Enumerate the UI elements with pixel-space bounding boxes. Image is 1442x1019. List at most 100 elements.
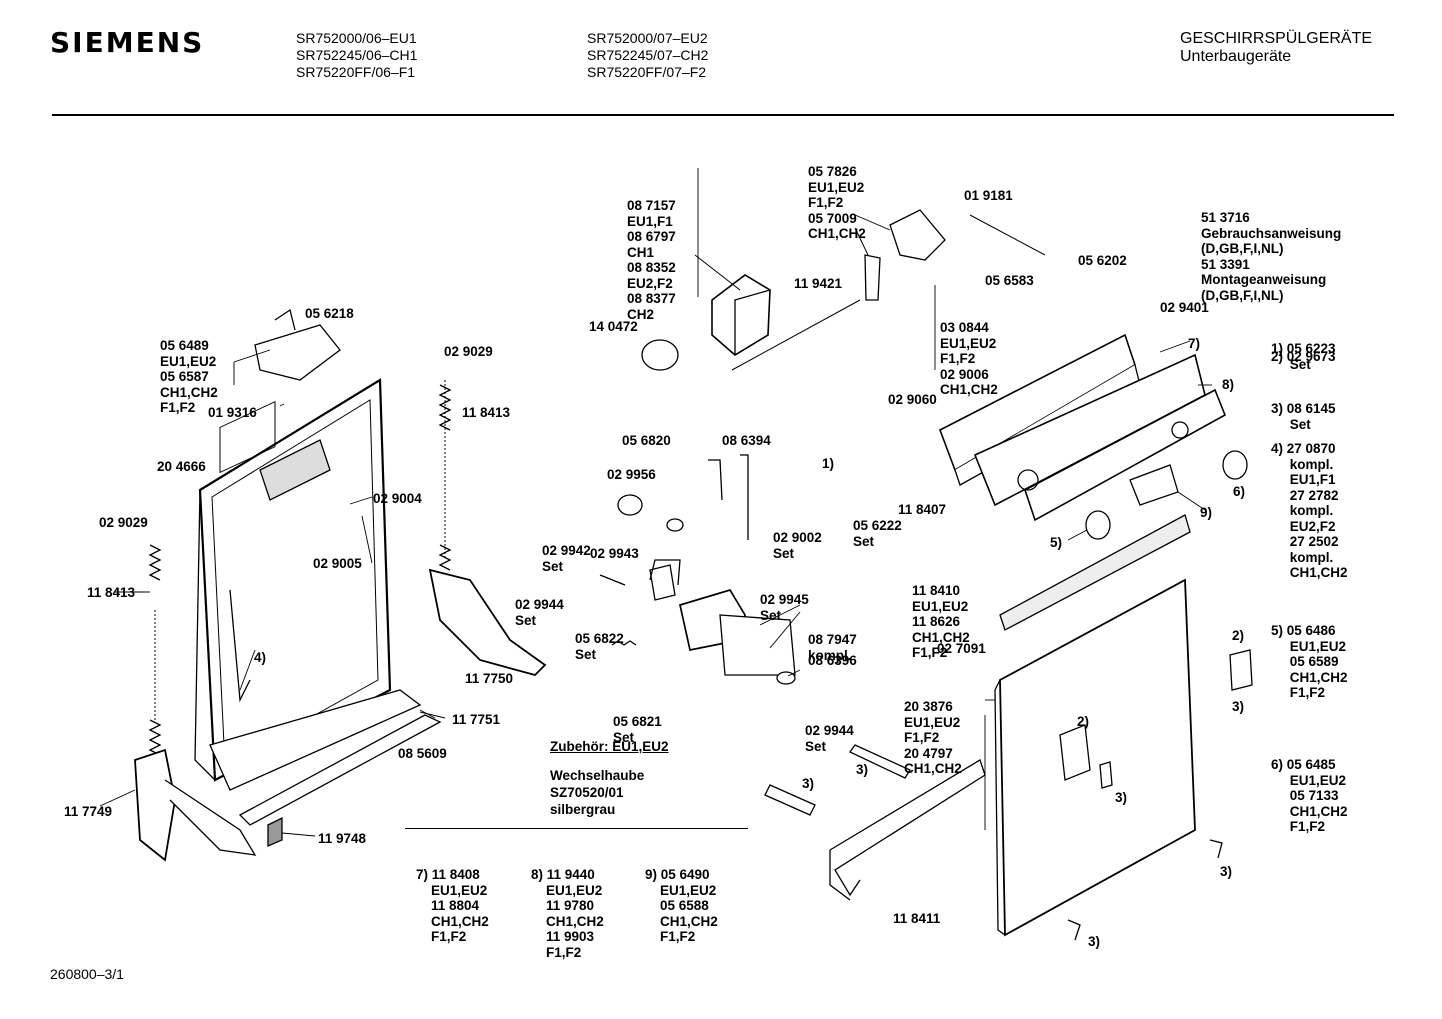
part-label-086394: 08 6394: [722, 433, 771, 448]
accessory-line: Wechselhaube: [550, 768, 645, 783]
part-label-056202: 05 6202: [1078, 253, 1127, 268]
part-label-029401: 02 9401: [1160, 300, 1209, 315]
legend-1: 1) 05 6223 Set: [1271, 341, 1336, 372]
model-item: SR75220FF/07–F2: [587, 64, 707, 80]
brand-logo: SIEMENS: [50, 26, 205, 59]
legend-4: 4) 27 0870 kompl. EU1,F1 27 2782 kompl. …: [1271, 441, 1348, 580]
timer-unit: [641, 254, 861, 371]
callout-3: 3): [1088, 934, 1101, 949]
part-label-056820: 05 6820: [622, 433, 671, 448]
model-item: SR752245/07–CH2: [587, 47, 709, 63]
document-code: 260800–3/1: [50, 966, 124, 982]
part-label-019181: 01 9181: [964, 188, 1013, 203]
legend-2: 2) 02 9673: [1271, 349, 1336, 364]
part-label-029956: 02 9956: [607, 467, 656, 482]
door-switch: [854, 209, 1046, 301]
accessory-line: silbergrau: [550, 802, 616, 817]
part-label-027091: 02 7091: [937, 641, 986, 656]
models-col2: SR752000/07–EU2 SR752245/07–CH2 SR75220F…: [587, 30, 708, 81]
legend-3: 3) 08 6145 Set: [1271, 401, 1336, 432]
legend-6: 6) 05 6485 EU1,EU2 05 7133 CH1,CH2 F1,F2: [1271, 757, 1348, 834]
callout-7: 7): [1188, 336, 1201, 351]
leader-lines: [99, 168, 1212, 837]
callout-1: 1): [822, 456, 835, 471]
subcategory: Unterbaugeräte: [1180, 48, 1292, 65]
callout-4: 4): [254, 650, 267, 665]
accessory-line: SZ70520/01: [550, 785, 624, 800]
part-label-019316: 01 9316: [208, 405, 257, 420]
part-label-029029: 02 9029: [99, 515, 148, 530]
callout-8: 8): [1222, 377, 1235, 392]
model-item: SR752245/06–CH1: [296, 47, 418, 63]
model-item: SR75220FF/06–F1: [296, 64, 416, 80]
callout-6: 6): [1233, 484, 1246, 499]
part-label-029943: 02 9943: [590, 546, 639, 561]
part-label-085609: 08 5609: [398, 746, 447, 761]
accessories-block: Zubehör: EU1,EU2 Wechselhaube SZ70520/01…: [550, 738, 669, 818]
part-label-118411: 11 8411: [893, 911, 941, 926]
callout-5: 5): [1050, 535, 1063, 550]
part-label-118413: 11 8413: [87, 585, 136, 600]
plinth-rails: [209, 689, 442, 847]
variants-col-7: 7) 11 8408 EU1,EU2 11 8804 CH1,CH2 F1,F2: [416, 867, 489, 944]
door-frame: [194, 378, 392, 782]
part-label-117750: 11 7750: [465, 671, 514, 686]
callout-3: 3): [856, 762, 869, 777]
variants-col-8: 8) 11 9440 EU1,EU2 11 9780 CH1,CH2 11 99…: [531, 867, 604, 960]
callout-2: 2): [1077, 714, 1090, 729]
part-label-056583: 05 6583: [985, 273, 1034, 288]
door-lock-part: [254, 308, 341, 381]
category: GESCHIRRSPÜLGERÄTE: [1180, 30, 1373, 47]
callout-9: 9): [1200, 505, 1213, 520]
callout-2: 2): [1232, 628, 1245, 643]
header-divider: [52, 114, 1394, 116]
part-label-117749: 11 7749: [64, 804, 113, 819]
part-label-056218: 05 6218: [305, 306, 354, 321]
part-label-117751: 11 7751: [452, 712, 501, 727]
models-col1: SR752000/06–EU1 SR752245/06–CH1 SR75220F…: [296, 30, 417, 81]
part-label-029029: 02 9029: [444, 344, 493, 359]
part-label-029004: 02 9004: [373, 491, 422, 506]
left-hinge-assembly: [134, 544, 257, 862]
legend-5: 5) 05 6486 EU1,EU2 05 6589 CH1,CH2 F1,F2: [1271, 623, 1348, 700]
callout-3: 3): [1115, 790, 1128, 805]
model-item: SR752000/07–EU2: [587, 30, 708, 46]
part-label-118413: 11 8413: [462, 405, 511, 420]
dispenser-assembly: [599, 454, 796, 685]
model-item: SR752000/06–EU1: [296, 30, 417, 46]
part-label-029060: 02 9060: [888, 392, 937, 407]
callout-3: 3): [1232, 699, 1245, 714]
control-panel: [939, 333, 1248, 540]
part-label-140472: 14 0472: [589, 319, 638, 334]
category-title: GESCHIRRSPÜLGERÄTE Unterbaugeräte: [1180, 30, 1372, 66]
front-door-panel: [764, 514, 1253, 941]
variants-col-9: 9) 05 6490 EU1,EU2 05 6588 CH1,CH2 F1,F2: [645, 867, 718, 944]
callout-3: 3): [1220, 864, 1233, 879]
part-label-086396: 08 6396: [808, 653, 857, 668]
part-label-118407: 11 8407: [898, 502, 947, 517]
part-label-119748: 11 9748: [318, 831, 367, 846]
part-label-029005: 02 9005: [313, 556, 362, 571]
part-label-204666: 20 4666: [157, 459, 206, 474]
callout-3: 3): [802, 776, 815, 791]
right-hinge-assembly: [428, 380, 547, 677]
accessories-title: Zubehör: EU1,EU2: [550, 739, 669, 754]
variants-table-rule: [405, 828, 748, 829]
